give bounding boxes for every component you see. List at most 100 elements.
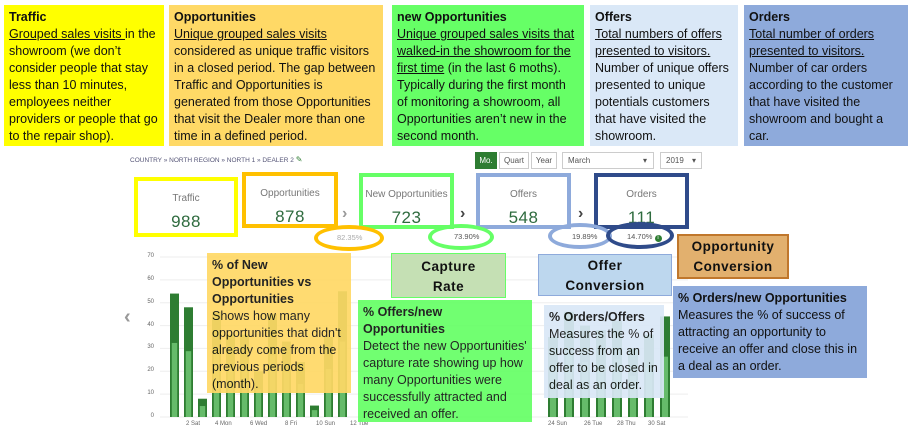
chevron-down-icon: ▾ — [642, 156, 647, 165]
kpi-orders-label: Orders — [626, 189, 657, 200]
y-tick-label: 30 — [147, 344, 154, 351]
chart-bar — [170, 293, 179, 417]
chart-bar-segment — [171, 342, 178, 417]
ratio-opportunities: 82.35% — [337, 233, 363, 242]
x-tick-label: 6 Wed — [250, 421, 268, 427]
pct-orders-new-note-title: % Orders/new Opportunities — [678, 291, 847, 305]
offers-note-underlined: Total numbers of offers presented to vis… — [595, 27, 722, 58]
y-tick-label: 10 — [147, 390, 154, 397]
x-tick-label: 28 Thu — [617, 421, 636, 427]
year-select-value: 2019 — [666, 156, 684, 165]
ratio-capture: 73.90% — [454, 232, 480, 241]
pct-offers-new-note: % Offers/new Opportunities Detect the ne… — [358, 300, 532, 422]
pct-orders-new-note-body: Measures the % of success of attracting … — [678, 308, 858, 373]
breadcrumb: COUNTRY » NORTH REGION » NORTH 1 » DEALE… — [130, 155, 302, 164]
tab-quarter[interactable]: Quart — [499, 152, 529, 169]
new-opportunities-note-body: (in the last 6 moths). Typically during … — [397, 61, 567, 143]
x-tick-label: 24 Sun — [548, 421, 568, 427]
new-opportunities-note-underlined: Unique grouped sales visits that walked-… — [397, 27, 575, 75]
kpi-new-opportunities[interactable]: New Opportunities 723 — [359, 173, 454, 229]
y-tick-label: 0 — [150, 413, 154, 419]
kpi-traffic-value: 988 — [171, 212, 201, 231]
chart-bar-segment — [255, 389, 262, 417]
traffic-note-title: Traffic — [9, 10, 47, 24]
pct-orders-offers-note: % Orders/Offers Measures the % of succes… — [544, 305, 664, 398]
pct-new-opp-note-title: % of New Opportunities vs Opportunities — [212, 258, 312, 306]
opportunity-conversion-tag: Opportunity Conversion — [677, 234, 789, 279]
opportunities-note-body: considered as unique traffic visitors in… — [174, 44, 376, 143]
chevron-down-icon: ▾ — [691, 156, 696, 165]
chart-bar — [310, 405, 319, 417]
y-tick-label: 70 — [147, 253, 154, 259]
offer-conversion-tag: Offer Conversion — [538, 254, 672, 296]
kpi-new-opportunities-value: 723 — [391, 208, 422, 227]
ratio-ring-opportunities — [314, 225, 384, 251]
kpi-opportunities-value: 878 — [275, 207, 305, 226]
pct-new-opp-note-body: Shows how many opportunities that didn't… — [212, 309, 341, 391]
chart-bar-segment — [185, 351, 192, 417]
x-tick-label: 8 Fri — [285, 421, 297, 427]
y-tick-label: 60 — [147, 275, 154, 282]
new-opportunities-note: new Opportunities Unique grouped sales v… — [392, 5, 584, 146]
kpi-offers[interactable]: Offers 548 — [476, 173, 571, 229]
traffic-note-body: in the showroom (we don’t consider peopl… — [9, 27, 158, 143]
x-tick-label: 4 Mon — [215, 421, 232, 427]
traffic-note-underlined: Grouped sales visits — [9, 27, 126, 41]
kpi-offers-label: Offers — [509, 189, 538, 200]
year-select[interactable]: 2019 ▾ — [660, 152, 702, 169]
ratio-order: 14.70% i — [627, 232, 662, 242]
pct-offers-new-note-body: Detect the new Opportunities' capture ra… — [363, 339, 527, 421]
pct-offers-new-note-title: % Offers/new Opportunities — [363, 305, 445, 336]
chart-bar — [184, 307, 193, 417]
orders-note: Orders Total number of orders presented … — [744, 5, 908, 146]
pct-orders-new-note: % Orders/new Opportunities Measures the … — [673, 286, 867, 378]
kpi-opportunities-label: Opportunities — [260, 188, 320, 199]
offers-note: Offers Total numbers of offers presented… — [590, 5, 738, 146]
pct-orders-offers-note-title: % Orders/Offers — [549, 310, 645, 324]
y-tick-label: 40 — [147, 321, 154, 328]
orders-note-underlined: Total number of orders presented to visi… — [749, 27, 875, 58]
x-tick-label: 26 Tue — [584, 421, 603, 427]
orders-note-body: Number of car orders according to the cu… — [749, 61, 893, 143]
orders-note-title: Orders — [749, 10, 790, 24]
chart-bar-segment — [311, 410, 318, 417]
tab-year[interactable]: Year — [531, 152, 557, 169]
chart-bar — [198, 398, 207, 417]
opportunities-note-underlined: Unique grouped sales visits — [174, 27, 327, 41]
chart-bar-segment — [199, 406, 206, 417]
ratio-ring-capture — [428, 224, 494, 250]
chevron-left-icon[interactable]: ‹ — [124, 306, 131, 328]
opportunities-note-title: Opportunities — [174, 10, 256, 24]
pct-new-opp-note: % of New Opportunities vs Opportunities … — [207, 253, 351, 393]
ratio-ring-order — [606, 222, 674, 249]
kpi-new-opportunities-label: New Opportunities — [365, 189, 448, 200]
kpi-orders[interactable]: Orders 111 — [594, 173, 689, 229]
kpi-traffic-label: Traffic — [172, 193, 200, 204]
chevron-right-icon: › — [578, 205, 584, 222]
y-tick-label: 50 — [147, 298, 154, 305]
kpi-traffic[interactable]: Traffic 988 — [134, 177, 238, 237]
x-tick-label: 12 Tue — [350, 421, 369, 427]
info-icon[interactable]: i — [654, 235, 662, 242]
ratio-order-value: 14.70% — [627, 232, 653, 241]
x-tick-label: 10 Sun — [316, 421, 336, 427]
pct-orders-offers-note-body: Measures the % of success from an offer … — [549, 327, 658, 392]
traffic-note: Traffic Grouped sales visits in the show… — [4, 5, 164, 146]
breadcrumb-text: COUNTRY » NORTH REGION » NORTH 1 » DEALE… — [130, 157, 294, 164]
month-select[interactable]: March ▾ — [562, 152, 654, 169]
chevron-right-icon: › — [460, 205, 466, 222]
month-select-value: March — [568, 156, 591, 165]
kpi-offers-value: 548 — [508, 208, 539, 227]
capture-rate-tag: Capture Rate — [391, 253, 506, 298]
edit-icon[interactable]: ✎ — [295, 155, 303, 164]
offers-note-body: Number of unique offers presented to uni… — [595, 61, 729, 143]
kpi-opportunities[interactable]: Opportunities 878 — [242, 172, 338, 228]
x-tick-label: 2 Sat — [186, 421, 201, 427]
y-tick-label: 20 — [147, 367, 154, 374]
new-opportunities-note-title: new Opportunities — [397, 10, 507, 24]
offers-note-title: Offers — [595, 10, 632, 24]
opportunities-note: Opportunities Unique grouped sales visit… — [169, 5, 383, 146]
x-tick-label: 30 Sat — [648, 421, 666, 427]
chevron-right-icon: › — [342, 205, 348, 222]
tab-month[interactable]: Mo. — [475, 152, 497, 169]
